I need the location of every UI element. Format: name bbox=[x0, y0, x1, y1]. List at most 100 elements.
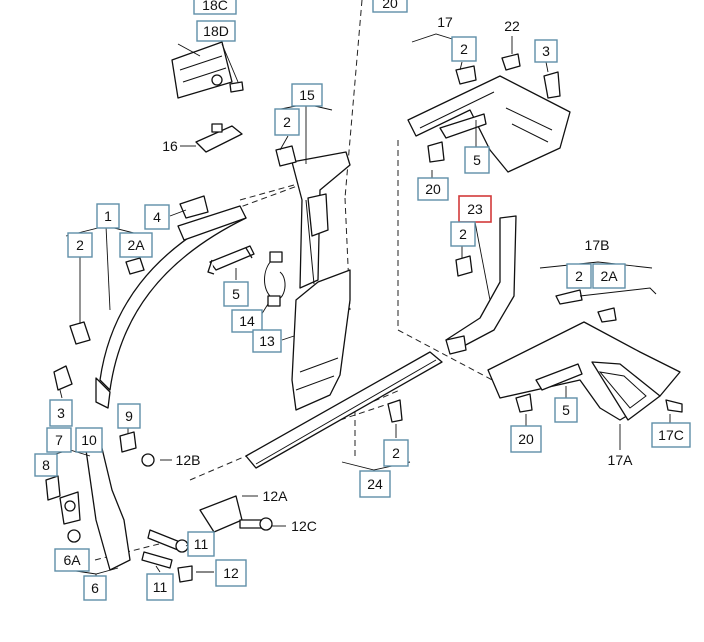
callout-17a: 17A bbox=[608, 452, 634, 468]
label-1: 1 bbox=[104, 208, 112, 224]
label-6a: 6A bbox=[63, 552, 81, 568]
label-2-f: 2 bbox=[392, 445, 400, 461]
c-pillar-trim bbox=[407, 53, 571, 173]
label-13: 13 bbox=[259, 333, 275, 349]
label-7: 7 bbox=[55, 432, 63, 448]
bolts bbox=[141, 495, 273, 583]
callout-20-b: 20 bbox=[510, 425, 542, 453]
label-10: 10 bbox=[81, 432, 97, 448]
clip-left bbox=[53, 321, 91, 391]
label-11-a: 11 bbox=[194, 536, 209, 552]
callout-12c: 12C bbox=[291, 518, 317, 534]
leader-brackets bbox=[47, 33, 671, 580]
b-pillar-trim bbox=[275, 145, 351, 411]
label-8: 8 bbox=[42, 457, 50, 473]
callout-2a-b: 2A bbox=[592, 263, 626, 289]
callout-20-top: 20 bbox=[372, 0, 408, 13]
label-12b: 12B bbox=[176, 452, 201, 468]
label-11-b: 11 bbox=[153, 579, 168, 595]
callout-2-b: 2 bbox=[274, 108, 300, 136]
callout-5-c: 5 bbox=[554, 397, 578, 423]
callout-2a-a: 2A bbox=[119, 232, 153, 258]
callout-4: 4 bbox=[144, 204, 170, 230]
label-17: 17 bbox=[437, 14, 453, 30]
label-20-top: 20 bbox=[382, 0, 398, 11]
callout-17: 17 bbox=[437, 14, 453, 30]
label-12a: 12A bbox=[263, 488, 289, 504]
label-20-b: 20 bbox=[518, 431, 534, 447]
label-2-d: 2 bbox=[76, 237, 84, 253]
callout-12b: 12B bbox=[176, 452, 201, 468]
label-17b: 17B bbox=[585, 237, 610, 253]
label-17c: 17C bbox=[658, 427, 684, 443]
label-2a-a: 2A bbox=[127, 237, 145, 253]
clip-panel-18c bbox=[171, 41, 244, 99]
label-2-e: 2 bbox=[575, 268, 583, 284]
callout-18c: 18C bbox=[193, 0, 237, 15]
callout-9: 9 bbox=[117, 403, 141, 429]
callout-2-f: 2 bbox=[383, 439, 409, 467]
callout-13: 13 bbox=[252, 329, 282, 353]
callout-11-a: 11 bbox=[187, 531, 215, 557]
label-5-a: 5 bbox=[473, 152, 481, 168]
label-15: 15 bbox=[299, 87, 315, 103]
callout-17b: 17B bbox=[585, 237, 610, 253]
callout-22: 22 bbox=[504, 18, 520, 34]
callout-23: 23 bbox=[458, 195, 492, 223]
label-4: 4 bbox=[153, 209, 161, 225]
label-2-b: 2 bbox=[283, 114, 291, 130]
grab-handle-left bbox=[207, 245, 255, 275]
label-9: 9 bbox=[125, 408, 133, 424]
label-3-a: 3 bbox=[542, 43, 550, 59]
label-2-c: 2 bbox=[459, 226, 467, 242]
callout-14: 14 bbox=[231, 309, 263, 333]
label-6: 6 bbox=[91, 580, 99, 596]
label-22: 22 bbox=[504, 18, 520, 34]
callout-16: 16 bbox=[162, 138, 178, 154]
callout-10: 10 bbox=[75, 427, 103, 453]
callout-12: 12 bbox=[215, 559, 247, 587]
label-2a-b: 2A bbox=[600, 268, 618, 284]
connector-16 bbox=[180, 123, 243, 153]
callout-2-a: 2 bbox=[451, 36, 477, 62]
d-pillar-trim bbox=[445, 215, 517, 355]
label-18c: 18C bbox=[202, 0, 228, 13]
label-5-b: 5 bbox=[232, 286, 240, 302]
callout-12a: 12A bbox=[263, 488, 289, 504]
lower-bracket bbox=[45, 431, 155, 571]
callout-20-a: 20 bbox=[417, 177, 449, 201]
label-24: 24 bbox=[367, 476, 383, 492]
callout-6: 6 bbox=[83, 575, 107, 601]
label-17a: 17A bbox=[608, 452, 634, 468]
callout-5-a: 5 bbox=[464, 146, 490, 174]
label-5-c: 5 bbox=[562, 402, 570, 418]
callout-3-b: 3 bbox=[49, 399, 73, 427]
label-20-a: 20 bbox=[425, 181, 441, 197]
wire-14 bbox=[264, 251, 286, 307]
callout-2-c: 2 bbox=[450, 221, 476, 247]
callout-17c: 17C bbox=[651, 422, 691, 448]
label-3-b: 3 bbox=[57, 405, 65, 421]
callout-24: 24 bbox=[359, 470, 391, 498]
callout-1: 1 bbox=[96, 203, 120, 229]
callout-3-a: 3 bbox=[534, 39, 558, 63]
label-12c: 12C bbox=[291, 518, 317, 534]
callout-18d: 18D bbox=[196, 20, 236, 42]
label-2-a: 2 bbox=[460, 41, 468, 57]
a-pillar-trim bbox=[95, 195, 247, 409]
label-23: 23 bbox=[467, 201, 483, 217]
callout-2-e: 2 bbox=[566, 263, 592, 289]
label-16: 16 bbox=[162, 138, 178, 154]
rear-side-trim bbox=[487, 287, 683, 421]
callout-6a: 6A bbox=[54, 548, 90, 572]
callout-15: 15 bbox=[291, 83, 323, 107]
callout-2-d: 2 bbox=[67, 232, 93, 258]
label-14: 14 bbox=[239, 313, 255, 329]
label-18d: 18D bbox=[203, 23, 229, 39]
callout-7: 7 bbox=[46, 427, 72, 453]
callout-5-b: 5 bbox=[223, 281, 249, 307]
callout-8: 8 bbox=[34, 453, 58, 477]
callout-11-b: 11 bbox=[146, 573, 174, 601]
label-12: 12 bbox=[223, 565, 239, 581]
